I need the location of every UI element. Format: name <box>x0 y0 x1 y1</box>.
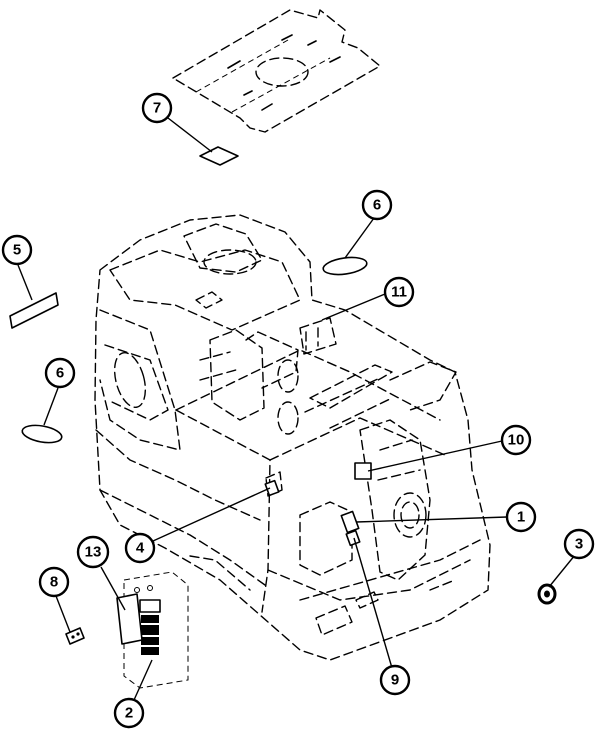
oval-decal-part-6-right <box>322 256 368 276</box>
callout-13: 13 <box>76 535 110 569</box>
clip-part-1 <box>340 510 360 534</box>
callout-8: 8 <box>38 566 70 598</box>
callout-11: 11 <box>383 276 415 308</box>
leader-lines <box>17 117 576 701</box>
callout-1: 1 <box>505 501 537 533</box>
callout-label-9: 9 <box>391 672 399 689</box>
callout-10: 10 <box>500 424 532 456</box>
callout-label-6-right: 6 <box>373 197 381 214</box>
callout-6-right: 6 <box>361 189 393 221</box>
clip-part-9 <box>345 529 361 547</box>
label-part-8 <box>65 627 85 645</box>
decal-part-7 <box>199 146 239 166</box>
callout-label-6-left: 6 <box>56 365 64 382</box>
chassis-housing <box>94 214 491 661</box>
callout-label-2: 2 <box>125 705 133 722</box>
callout-label-1: 1 <box>517 509 525 526</box>
callout-label-3: 3 <box>575 536 583 553</box>
callout-9: 9 <box>379 664 411 696</box>
instrument-panel-part-2 <box>123 571 189 689</box>
callout-label-4: 4 <box>136 540 145 557</box>
callout-7: 7 <box>141 92 173 124</box>
callout-label-11: 11 <box>391 284 407 301</box>
label-part-5 <box>9 292 59 329</box>
floor-plate-outline <box>172 9 381 133</box>
callout-label-13: 13 <box>85 544 102 561</box>
callout-5: 5 <box>1 234 33 266</box>
callout-2: 2 <box>113 697 145 729</box>
callout-label-10: 10 <box>508 432 525 449</box>
grommet-part-3 <box>537 583 557 605</box>
callout-label-5: 5 <box>13 242 21 259</box>
callout-3: 3 <box>563 528 595 560</box>
callout-4: 4 <box>124 532 156 564</box>
callout-6-left: 6 <box>44 357 76 389</box>
callout-label-8: 8 <box>50 574 58 591</box>
oval-decal-part-6-left <box>21 424 63 444</box>
callout-label-7: 7 <box>153 100 161 117</box>
